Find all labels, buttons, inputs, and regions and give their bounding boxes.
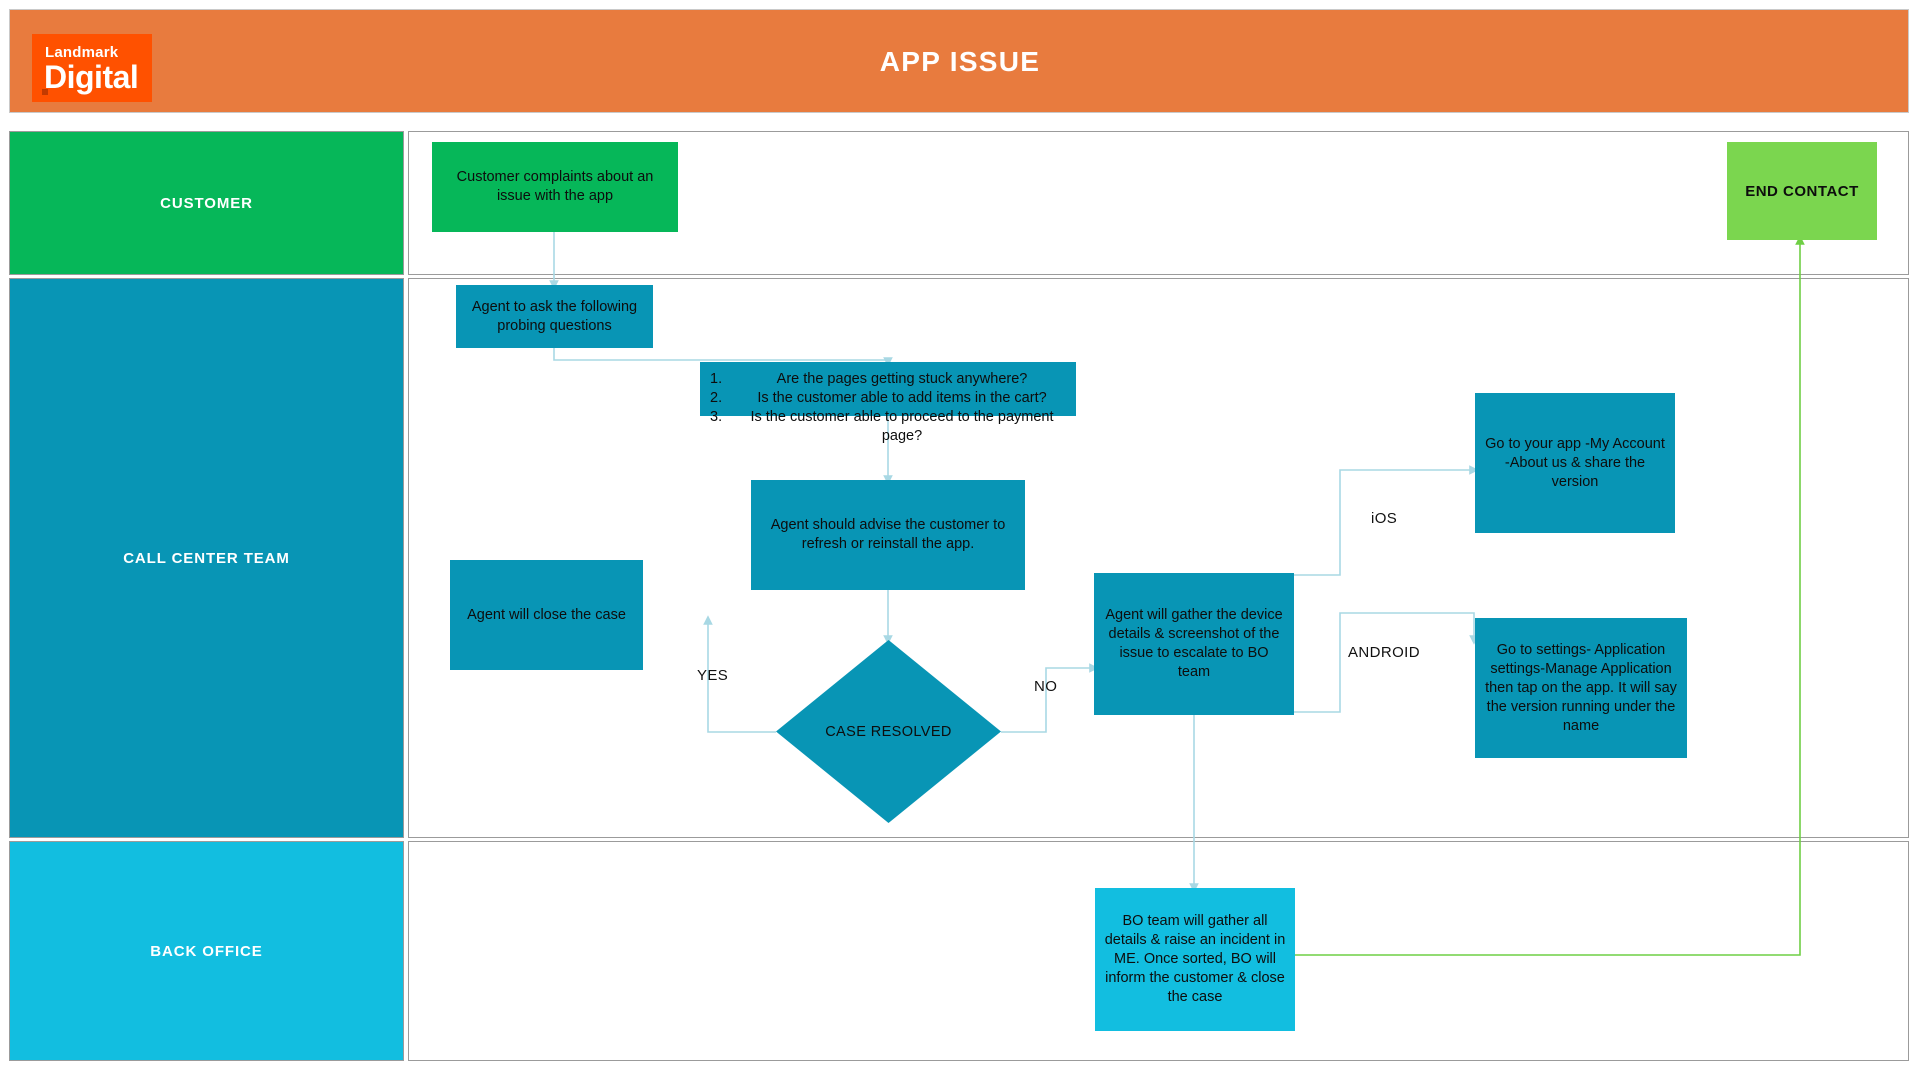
node-gather-device-details[interactable]: Agent will gather the device details & s…: [1094, 573, 1294, 715]
lane-header-call-center-team: CALL CENTER TEAM: [9, 278, 404, 838]
edge-label-android: ANDROID: [1348, 644, 1420, 661]
question-row: 3. Is the customer able to proceed to th…: [710, 408, 1068, 446]
node-gather-device-details-label: Agent will gather the device details & s…: [1105, 607, 1283, 680]
node-end-contact[interactable]: END CONTACT: [1727, 142, 1877, 240]
node-bo-raise-incident[interactable]: BO team will gather all details & raise …: [1095, 888, 1295, 1031]
lane-label-customer: CUSTOMER: [160, 194, 253, 212]
edge-label-ios: iOS: [1371, 510, 1398, 527]
lane-label-back-office: BACK OFFICE: [150, 942, 263, 960]
question-text: Is the customer able to proceed to the p…: [750, 409, 1054, 444]
question-number: 2.: [710, 390, 723, 406]
node-customer-complaint-label: Customer complaints about an issue with …: [456, 169, 654, 204]
node-advise-refresh-reinstall[interactable]: Agent should advise the customer to refr…: [751, 480, 1025, 590]
question-text: Is the customer able to add items in the…: [757, 390, 1047, 406]
header-banner: APP ISSUE Landmark Digital: [9, 9, 1909, 113]
node-bo-raise-incident-label: BO team will gather all details & raise …: [1104, 913, 1286, 1005]
landmark-digital-logo: Landmark Digital: [32, 34, 152, 102]
page-title: APP ISSUE: [879, 46, 1041, 77]
logo-dot: [42, 89, 48, 95]
node-customer-complaint[interactable]: Customer complaints about an issue with …: [432, 142, 678, 232]
node-probing-questions-label: Agent to ask the following probing quest…: [471, 298, 638, 334]
node-end-contact-label: END CONTACT: [1745, 182, 1859, 200]
question-number: 1.: [710, 371, 723, 387]
edge-label-yes: YES: [697, 667, 729, 684]
node-case-resolved-decision[interactable]: CASE RESOLVED: [776, 640, 1001, 823]
node-advise-refresh-reinstall-label: Agent should advise the customer to refr…: [770, 517, 1006, 552]
node-agent-close-case[interactable]: Agent will close the case: [450, 560, 643, 670]
edge-label-no: NO: [1034, 678, 1058, 695]
node-agent-close-case-label: Agent will close the case: [467, 606, 626, 623]
node-android-version-instructions-label: Go to settings- Application settings-Man…: [1485, 641, 1677, 734]
node-ios-version-instructions[interactable]: Go to your app -My Account -About us & s…: [1475, 393, 1675, 533]
lane-label-call-center-team: CALL CENTER TEAM: [123, 549, 290, 567]
lane-header-customer: CUSTOMER: [9, 131, 404, 275]
lane-header-back-office: BACK OFFICE: [9, 841, 404, 1061]
node-case-resolved-label: CASE RESOLVED: [825, 723, 952, 740]
logo-line-1: Landmark: [45, 44, 119, 61]
question-row: 2. Is the customer able to add items in …: [710, 389, 1068, 408]
node-android-version-instructions[interactable]: Go to settings- Application settings-Man…: [1475, 618, 1687, 758]
node-probing-questions[interactable]: Agent to ask the following probing quest…: [456, 285, 653, 348]
question-number: 3.: [710, 409, 723, 425]
node-question-list[interactable]: 1. Are the pages getting stuck anywhere?…: [700, 362, 1076, 444]
node-ios-version-instructions-label: Go to your app -My Account -About us & s…: [1485, 435, 1665, 490]
logo-line-2: Digital: [44, 59, 139, 95]
question-text: Are the pages getting stuck anywhere?: [776, 371, 1028, 387]
question-row: 1. Are the pages getting stuck anywhere?: [710, 370, 1068, 389]
